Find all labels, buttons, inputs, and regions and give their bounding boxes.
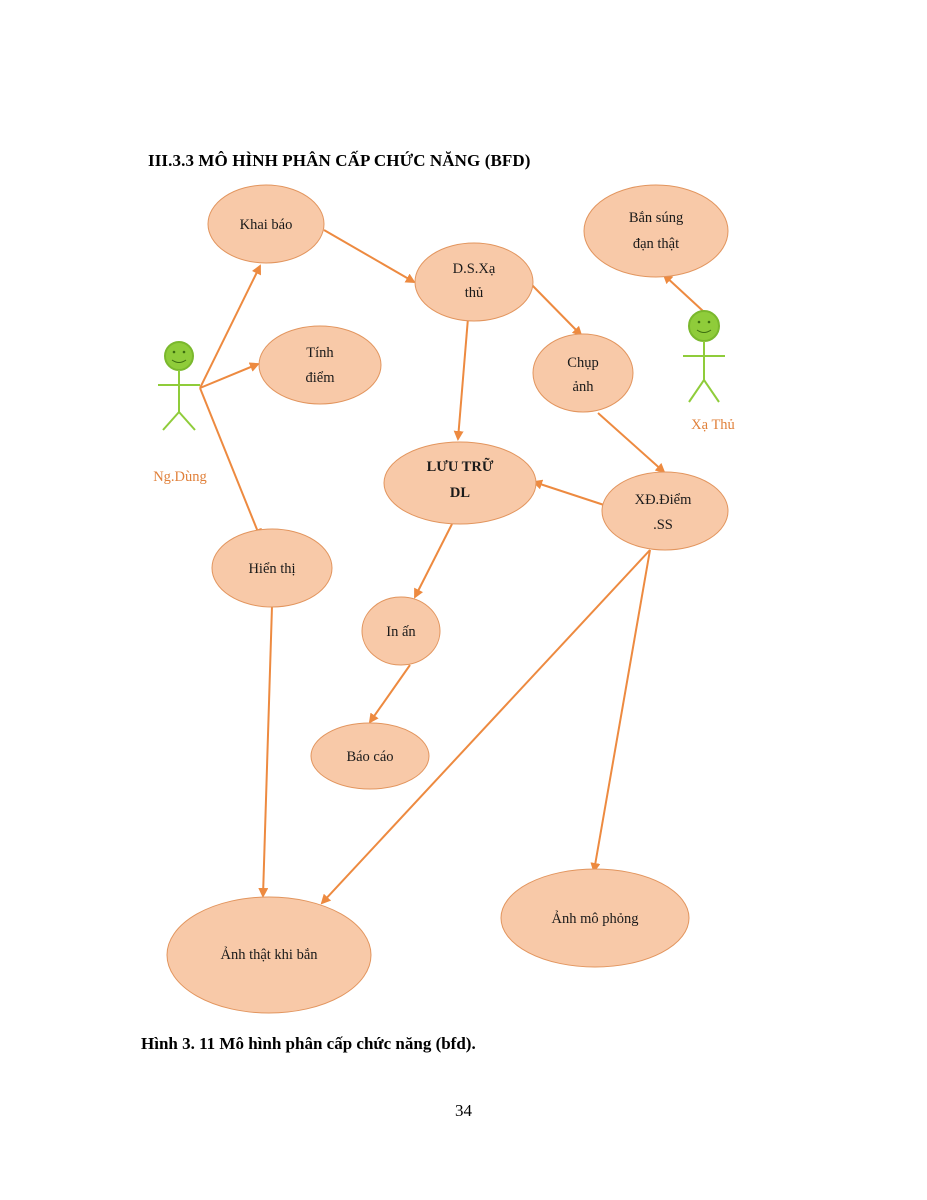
actor-user-label: Ng.Dùng — [153, 469, 207, 485]
node-bao-cao: Báo cáo — [310, 722, 430, 790]
edge-xd-diem-to-anh-that — [320, 549, 651, 905]
node-hien-thi: Hiển thị — [211, 528, 333, 608]
edges — [199, 229, 704, 905]
figure-caption: Hình 3. 11 Mô hình phân cấp chức năng (b… — [141, 1034, 476, 1053]
node-label: Báo cáo — [346, 749, 393, 765]
node-label: .SS — [653, 517, 673, 533]
stick-figure-icon — [683, 310, 725, 403]
node-khai-bao: Khai báo — [207, 184, 325, 264]
node-label: In ấn — [386, 624, 416, 640]
node-ban-sung: Bắn súng đạn thật — [583, 184, 729, 278]
svg-text:Ảnh mô phỏng: Ảnh mô phỏng — [552, 910, 639, 927]
node-label: Ảnh thật khi bắn — [220, 946, 318, 963]
svg-text:Hiển thị: Hiển thị — [248, 561, 295, 577]
nodes: Khai báo Bắn súng đạn thật D.S.Xạ thủ Tính… — [166, 184, 729, 1014]
node-anh-mo-phong: Ảnh mô phỏng — [500, 868, 690, 968]
node-label: Chụp — [567, 355, 598, 371]
svg-text:Ảnh thật khi bắn: Ảnh thật khi bắn — [220, 946, 318, 963]
node-label: điểm — [306, 370, 336, 386]
edge-ds-xa-thu-to-luu-tru — [453, 317, 469, 441]
node-label: XĐ.Điểm — [635, 492, 693, 508]
node-label: Khai báo — [240, 217, 293, 233]
node-label: Tính — [306, 345, 334, 361]
edge-hien-thi-to-anh-that — [258, 605, 273, 898]
edge-user-to-hien-thi — [199, 387, 262, 539]
node-label: D.S.Xạ — [453, 261, 496, 277]
edge-user-to-khai-bao — [199, 264, 261, 389]
node-chup-anh: Chụp ảnh — [532, 333, 634, 413]
node-label: DL — [450, 485, 470, 501]
node-label: Ảnh mô phỏng — [552, 910, 639, 927]
page-heading: III.3.3 MÔ HÌNH PHÂN CẤP CHỨC NĂNG (BFD) — [148, 151, 531, 170]
edge-in-an-to-bao-cao — [368, 664, 411, 724]
node-label: Hiển thị — [248, 561, 295, 577]
node-label: LƯU TRỮ — [427, 457, 494, 475]
node-label: Bắn súng — [629, 210, 683, 226]
edge-khai-bao-to-ds-xa-thu — [323, 229, 416, 284]
svg-text:In ấn: In ấn — [386, 624, 416, 640]
edge-luu-tru-to-in-an — [414, 523, 453, 599]
actor-user: Ng.Dùng — [153, 341, 207, 485]
svg-text:Báo cáo: Báo cáo — [346, 749, 393, 765]
edge-ds-xa-thu-to-chup-anh — [529, 282, 583, 337]
edge-xd-diem-to-luu-tru — [532, 479, 605, 506]
node-anh-that: Ảnh thật khi bắn — [166, 896, 372, 1014]
page-number: 34 — [455, 1101, 472, 1120]
node-tinh-diem: Tính điểm — [258, 325, 382, 405]
actor-shooter-label: Xạ Thủ — [691, 417, 735, 433]
node-luu-tru: LƯU TRỮ DL — [383, 441, 537, 525]
node-xd-diem: XĐ.Điểm .SS — [601, 471, 729, 551]
stick-figure-icon — [158, 341, 200, 431]
edge-chup-anh-to-xd-diem — [597, 412, 666, 474]
node-ds-xa-thu: D.S.Xạ thủ — [414, 242, 534, 322]
edge-user-to-tinh-diem — [199, 362, 260, 389]
edge-xd-diem-to-anh-mo-phong — [590, 549, 651, 873]
node-label: thủ — [465, 285, 484, 301]
node-label: đạn thật — [633, 236, 679, 252]
node-label: ảnh — [573, 379, 595, 395]
actor-shooter: Xạ Thủ — [683, 310, 735, 433]
node-in-an: In ấn — [361, 596, 441, 666]
svg-text:XĐ.Điểm.SS: XĐ.Điểm .SS — [635, 492, 693, 533]
edge-shooter-to-ban-sung — [662, 273, 704, 312]
svg-text:Khai báo: Khai báo — [240, 217, 293, 233]
